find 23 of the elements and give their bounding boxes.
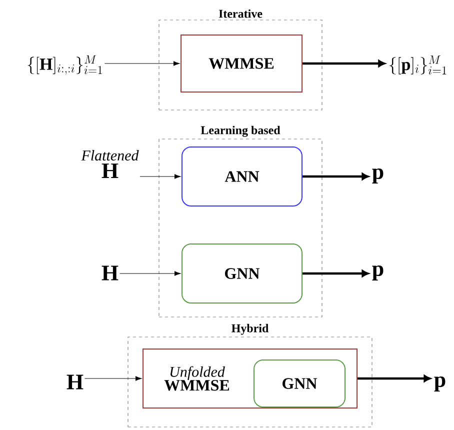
arrow xyxy=(140,174,181,179)
rounded-block-box: GNN xyxy=(254,360,346,408)
arrow xyxy=(302,172,369,180)
rounded-block-box: GNN xyxy=(182,244,302,304)
input-label: $\{[\mathbf{H}]_{i:,:i}\}_{i=1}^{M}$ xyxy=(28,55,102,75)
arrow xyxy=(302,60,386,68)
group-heading: Iterative xyxy=(218,9,262,18)
group-heading: Learning based xyxy=(200,126,280,137)
output-label: $\mathbf{p}$ xyxy=(372,265,384,281)
output-label: $\mathbf{p}$ xyxy=(372,168,384,184)
input-label: $\mathbf{H}$ xyxy=(66,374,84,390)
input-label: Flattened $\mathbf{H}$ xyxy=(81,150,139,178)
arrow xyxy=(120,271,181,276)
rounded-block-box: ANN xyxy=(182,146,302,206)
arrow xyxy=(358,374,431,382)
arrow xyxy=(84,376,142,381)
block-box: WMMSE xyxy=(180,34,302,92)
group-heading: Hybrid xyxy=(232,324,269,335)
arrow xyxy=(104,61,180,66)
arrow xyxy=(302,270,369,278)
input-label: $\mathbf{H}$ xyxy=(102,266,118,280)
output-label: $\mathbf{p}$ xyxy=(434,376,446,392)
output-label: $\{[\mathbf{p}]_{i}\}_{i=1}^{M}$ xyxy=(390,56,446,74)
